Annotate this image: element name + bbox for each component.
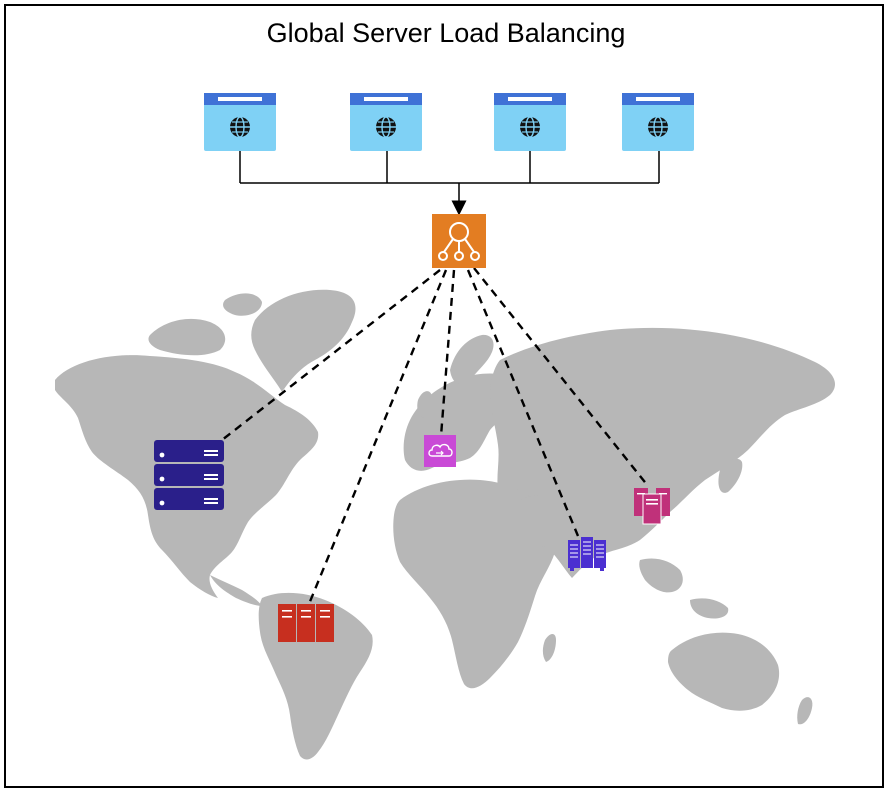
client-browser-4: [622, 93, 694, 151]
arctic-islands-landmass: [148, 293, 262, 356]
scandinavia-landmass: [450, 334, 494, 385]
link-to-china: [473, 267, 649, 487]
balancer-links: [221, 267, 649, 605]
madagascar-landmass: [542, 634, 556, 662]
client-connectors: [239, 150, 660, 216]
server-rack-icon: [154, 440, 224, 510]
link-to-north-america: [221, 269, 441, 441]
globe-icon: [520, 116, 540, 138]
australia-landmass: [668, 632, 780, 711]
arabia-landmass: [517, 495, 575, 548]
link-to-south-america: [307, 269, 448, 605]
central-america-landmass: [210, 575, 262, 606]
japan-landmass: [718, 458, 743, 493]
client-browser-1: [204, 93, 276, 151]
cloud-sync-icon: [424, 435, 456, 467]
server-stack-icon: [634, 488, 670, 525]
new-zealand-landmass: [797, 697, 813, 725]
globe-icon: [648, 116, 668, 138]
africa-landmass: [393, 479, 557, 689]
client-browser-2: [350, 93, 422, 151]
client-browser-3: [494, 93, 566, 151]
world-map: [55, 289, 835, 760]
diagram-title: Global Server Load Balancing: [266, 18, 626, 48]
globe-icon: [376, 116, 396, 138]
southeast-asia-landmass: [639, 558, 729, 619]
load-balancer-icon: [432, 214, 486, 268]
greenland-landmass: [251, 289, 356, 392]
asia-landmass: [490, 327, 835, 578]
server-cluster-icon: [568, 537, 606, 571]
south-america-landmass: [258, 592, 373, 760]
server-cluster-icon: [278, 604, 334, 642]
link-to-india: [466, 269, 580, 537]
britain-landmass: [417, 391, 433, 418]
globe-icon: [230, 116, 250, 138]
